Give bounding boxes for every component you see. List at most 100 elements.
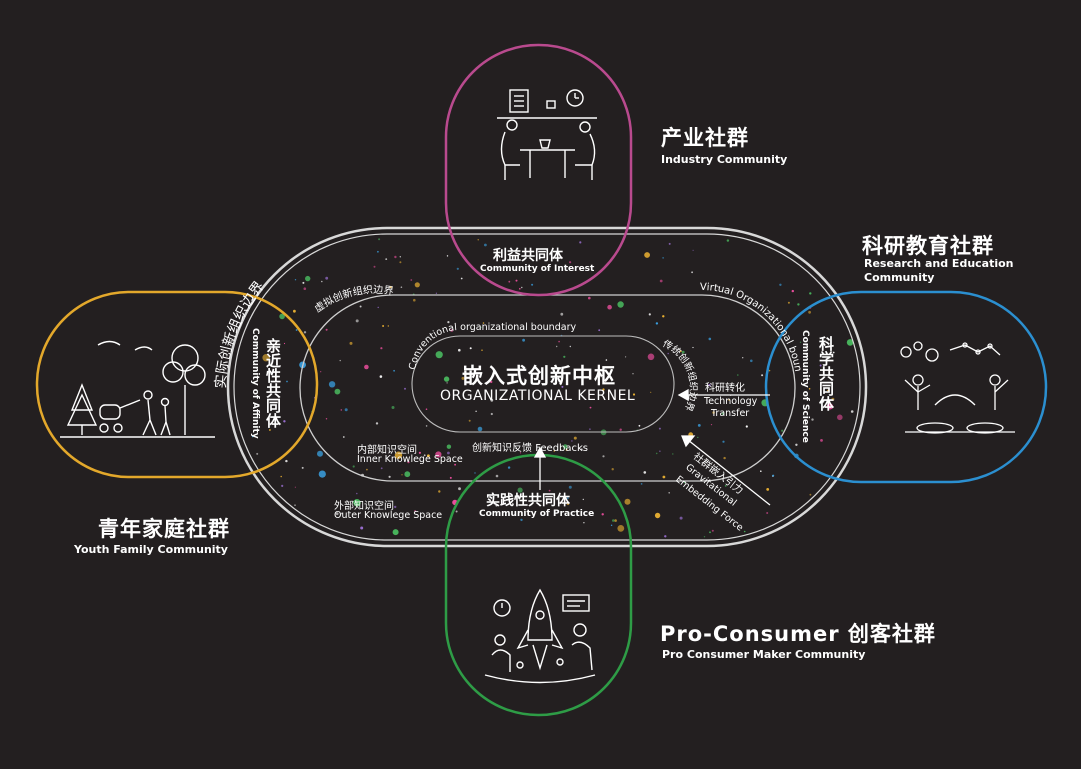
particle-dot <box>766 488 770 491</box>
particle-dot <box>302 281 305 284</box>
particle-dot <box>364 364 369 370</box>
particle-dot <box>410 279 413 281</box>
particle-dot <box>561 385 564 388</box>
particle-dot <box>460 277 463 280</box>
particle-dot <box>808 388 811 390</box>
particle-dot <box>481 349 483 352</box>
particle-dot <box>566 502 570 506</box>
particle-dot <box>692 249 694 251</box>
particle-dot <box>619 428 622 431</box>
knowledge-particles <box>251 238 854 538</box>
particle-dot <box>375 422 379 425</box>
particle-dot <box>522 338 525 342</box>
particle-dot <box>414 282 420 288</box>
particle-dot <box>598 329 601 332</box>
kernel-en: ORGANIZATIONAL KERNEL <box>440 388 636 404</box>
outer-boundary-ring-inner <box>233 233 861 541</box>
office-meeting-icon <box>497 89 597 180</box>
particle-dot <box>355 319 359 323</box>
particle-dot <box>632 393 636 396</box>
particle-dot <box>477 426 483 432</box>
particle-dot <box>320 371 322 373</box>
particle-dot <box>768 369 771 372</box>
particle-dot <box>407 461 410 464</box>
particle-dot <box>413 298 416 302</box>
particle-dot <box>672 453 674 455</box>
tech-transfer-en1: Technology <box>704 396 758 407</box>
particle-dot <box>721 412 725 415</box>
particle-dot <box>712 411 715 414</box>
particle-dot <box>392 529 399 536</box>
particle-dot <box>625 356 627 358</box>
particle-dot <box>846 339 854 346</box>
particle-dot <box>711 529 714 532</box>
particle-dot <box>820 439 823 442</box>
particle-dot <box>380 347 383 350</box>
particle-dot <box>366 468 368 471</box>
particle-dot <box>461 376 465 380</box>
maker-title: Pro-Consumer 创客社群 <box>660 622 936 646</box>
particle-dot <box>285 459 288 463</box>
particle-dot <box>605 359 608 361</box>
particle-dot <box>703 536 706 538</box>
particle-dot <box>610 524 613 526</box>
particle-dot <box>446 444 452 449</box>
particle-dot <box>644 252 650 258</box>
particle-dot <box>612 519 615 522</box>
science-community-en: Community of Science <box>800 330 810 443</box>
maker-subtitle: Pro Consumer Maker Community <box>662 648 866 661</box>
particle-dot <box>565 448 568 451</box>
particle-dot <box>602 455 605 458</box>
particle-dot <box>495 504 498 507</box>
particle-dot <box>761 374 764 377</box>
practice-community-cn: 实践性共同体 <box>486 493 570 509</box>
particle-dot <box>293 309 296 313</box>
particle-dot <box>580 448 583 451</box>
particle-dot <box>317 450 323 457</box>
particle-dot <box>280 475 283 478</box>
particle-dot <box>638 424 641 427</box>
particle-dot <box>691 271 693 274</box>
particle-dot <box>583 522 585 524</box>
particle-dot <box>484 243 487 247</box>
particle-dot <box>435 292 437 294</box>
particle-dot <box>519 452 522 454</box>
particle-dot <box>779 283 782 286</box>
kernel-boundary <box>411 335 675 433</box>
particle-dot <box>388 475 391 478</box>
particle-dot <box>321 280 323 283</box>
research-subtitle-2: Community <box>864 271 935 284</box>
particle-dot <box>438 490 441 493</box>
particle-dot <box>352 465 355 468</box>
particle-dot <box>360 526 364 530</box>
particle-dot <box>475 410 477 412</box>
kernel-cn: 嵌入式创新中枢 <box>462 364 616 388</box>
particle-dot <box>569 261 572 264</box>
particle-dot <box>342 436 345 438</box>
particle-dot <box>832 351 835 354</box>
interest-community-en: Community of Interest <box>480 264 595 274</box>
particle-dot <box>717 286 720 288</box>
particle-dot <box>668 242 671 245</box>
feedback-label: 创新知识反馈 Feedbacks <box>472 439 588 454</box>
particle-dot <box>692 346 694 349</box>
particle-dot <box>560 312 564 316</box>
particle-dot <box>708 383 711 387</box>
particle-dot <box>414 510 416 512</box>
particle-dot <box>335 512 339 516</box>
embedding-arrow <box>681 435 771 506</box>
particle-dot <box>821 399 825 403</box>
affinity-community-cn: 亲近性共同体 <box>264 338 282 428</box>
inner-space-cn: 内部知识空间 <box>357 445 417 456</box>
tech-transfer-en2: Transfer <box>711 408 750 419</box>
particle-dot <box>339 359 341 362</box>
outer-space-en: Outer Knowlege Space <box>334 510 443 521</box>
particle-dot <box>474 472 476 474</box>
particle-dot <box>837 414 843 421</box>
particle-dot <box>425 425 428 427</box>
particle-dot <box>387 325 389 327</box>
virtual-boundary-en: Virtual Organizational boundary <box>0 0 803 373</box>
particle-dot <box>632 373 634 375</box>
particle-dot <box>447 451 450 455</box>
